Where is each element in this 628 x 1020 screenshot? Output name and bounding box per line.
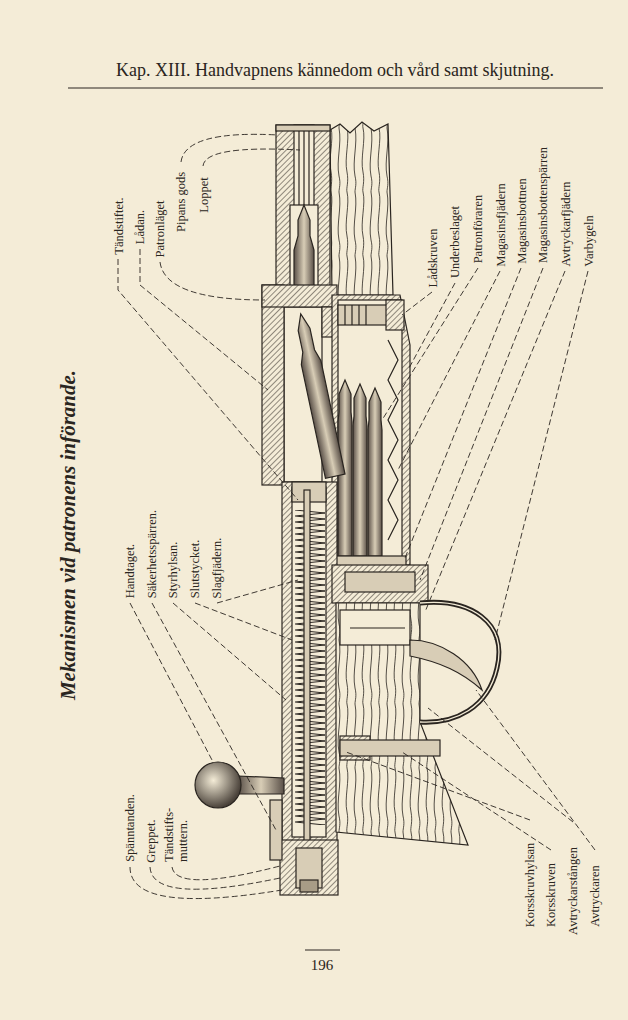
- part-label: Korsskruven: [544, 863, 558, 927]
- part-label: Avtryckarstången: [566, 847, 580, 935]
- part-label: Underbeslaget: [448, 206, 462, 278]
- part-label: Patronläget: [153, 200, 167, 257]
- figure-title: Mekanismen vid patronens införande.: [56, 370, 80, 700]
- part-label: Avtryckaren: [588, 865, 602, 927]
- running-head: Kap. XIII. Handvapnens kännedom och vård…: [116, 59, 554, 81]
- part-label: Slutstycket.: [188, 539, 202, 598]
- part-label: Tändstifts- muttern.: [162, 800, 190, 862]
- page-number: 196: [311, 956, 334, 974]
- part-label: Lådskruven: [425, 228, 439, 287]
- part-label: Korsskruvhylsan: [523, 842, 537, 927]
- part-label: Tändstiftet.: [111, 197, 125, 254]
- part-label: Avtryckarfjädern: [558, 181, 572, 266]
- part-label: Patronföraren: [471, 194, 485, 263]
- part-label: Greppet.: [143, 819, 157, 862]
- part-label: Magasinsbottenspärren: [536, 147, 550, 263]
- part-label: Styrhylsan.: [166, 541, 180, 598]
- part-label: Slagfjädern.: [210, 537, 224, 598]
- part-label: Magasinsbottnen: [514, 178, 528, 263]
- part-label: Handtaget.: [123, 543, 137, 598]
- part-label: Loppet: [196, 177, 210, 212]
- part-label: Spänntanden.: [123, 794, 137, 862]
- part-label: Pipans gods: [174, 172, 188, 232]
- part-label: Lådan.: [133, 210, 147, 244]
- part-label: Magasinsfjädern: [493, 183, 507, 266]
- part-label: Varbygeln: [581, 215, 595, 266]
- part-label: Säkerhetsspärren.: [145, 509, 159, 598]
